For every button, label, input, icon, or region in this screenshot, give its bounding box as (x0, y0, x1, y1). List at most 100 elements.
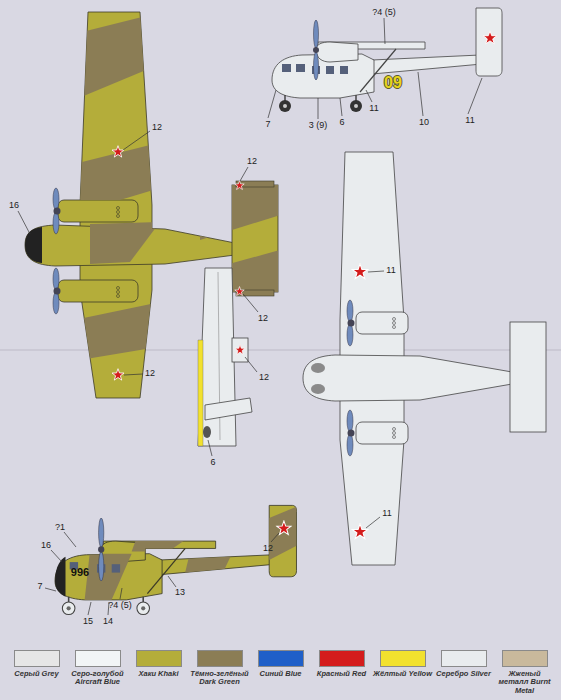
vent-marks (393, 318, 396, 321)
propeller (53, 292, 59, 314)
legend-item: Тёмно-зелёный Dark Green (189, 650, 250, 698)
callout-number: 13 (175, 588, 185, 597)
leader-line (340, 98, 342, 116)
callout-number: 7 (37, 582, 42, 591)
camouflage-patch (200, 180, 280, 240)
legend-text: Хаки Khaki (129, 670, 189, 678)
camouflage-patch (132, 537, 190, 552)
propeller (99, 518, 104, 547)
propeller (98, 546, 104, 552)
red-star (352, 264, 367, 279)
underside-view-silver (356, 312, 408, 334)
camouflage-patch (50, 10, 280, 365)
leader-line (268, 90, 276, 118)
camouflage-patch (184, 555, 231, 577)
color-swatch (380, 650, 426, 667)
propeller (314, 20, 319, 48)
vent-marks (393, 432, 396, 435)
paper-fold (0, 349, 561, 351)
vent-marks (117, 295, 120, 298)
leader-line (368, 271, 384, 272)
leader-line (245, 357, 257, 372)
vent-marks (117, 287, 120, 290)
propeller (348, 320, 355, 327)
legend-text: Серо-голубой Aircraft Blue (68, 670, 128, 687)
leader-line (45, 588, 56, 591)
color-swatch (502, 650, 548, 667)
callout-number: 12 (145, 369, 155, 378)
vent-marks (393, 318, 396, 439)
legend-item: Жженый металл Burnt Metal (494, 650, 555, 698)
propeller (99, 552, 104, 581)
top-view-camouflage (58, 200, 138, 222)
legend-item: Синий Blue (250, 650, 311, 698)
callout-number: 12 (258, 314, 268, 323)
callout-number: 12 (259, 373, 269, 382)
callout-number: ?4 (5) (108, 601, 132, 610)
legend-text: Жженый металл Burnt Metal (495, 670, 555, 695)
color-swatch (14, 650, 60, 667)
propeller (53, 188, 61, 314)
leader-line (243, 294, 258, 312)
leader-line (468, 78, 482, 114)
callout-number: 11 (465, 116, 474, 125)
callout-number: 16 (41, 541, 51, 550)
callout-number: 7 (265, 120, 270, 129)
vent-marks (393, 428, 396, 431)
leader-line (51, 550, 62, 562)
camouflage-patch (50, 140, 170, 200)
callout-number: 3 (9) (309, 121, 328, 130)
aircraft-number: 09 (384, 75, 402, 91)
cabin-window (282, 64, 291, 72)
leader-line (318, 98, 319, 119)
propeller (98, 518, 104, 581)
propeller (347, 434, 353, 456)
legend-item: Серый Grey (6, 650, 67, 698)
black-nose (55, 557, 65, 597)
underside-view-silver (303, 152, 546, 565)
landing-gear (137, 602, 150, 615)
callout-number: 15 (83, 617, 93, 626)
vent-marks (117, 207, 120, 210)
vent-marks (393, 326, 396, 329)
callout-number: 16 (9, 201, 19, 210)
legend-item: Хаки Khaki (128, 650, 189, 698)
propeller (53, 268, 59, 290)
camouflage-patch (84, 554, 131, 602)
fin-detail-view (205, 398, 252, 420)
callout-number: 11 (369, 104, 378, 113)
legend-text: Серый Grey (7, 670, 67, 678)
landing-gear (354, 104, 358, 108)
fin-detail-view (203, 426, 211, 438)
legend-text: Серебро Silver (434, 670, 494, 678)
cabin-window (112, 564, 120, 572)
side-view-silver (476, 8, 502, 76)
propeller (347, 300, 353, 322)
propeller (314, 52, 319, 80)
landing-gear (279, 95, 362, 112)
propeller (313, 20, 319, 80)
vent-marks (117, 291, 120, 294)
red-star (235, 345, 245, 355)
legend-text: Тёмно-зелёный Dark Green (190, 670, 250, 687)
fin-detail-view (198, 340, 203, 446)
aircraft-number: 996 (71, 567, 89, 578)
legend-text: Красный Red (312, 670, 372, 678)
underside-view-silver (510, 322, 546, 432)
leader-line (123, 131, 150, 150)
landing-gear (62, 597, 149, 615)
side-view-camouflage (55, 505, 300, 614)
camouflage-patch (269, 505, 299, 560)
red-star (112, 369, 124, 380)
black-nose (25, 227, 42, 263)
leader-line (418, 72, 423, 116)
top-view-camouflage (25, 10, 280, 398)
callout-number: 12 (247, 157, 257, 166)
underside-view-silver (303, 355, 512, 401)
underside-view-silver (356, 422, 408, 444)
landing-gear (67, 606, 71, 610)
leader-line (271, 533, 279, 542)
cabin-window (340, 66, 348, 74)
legend-item: Красный Red (311, 650, 372, 698)
fin-detail-view (198, 268, 236, 446)
